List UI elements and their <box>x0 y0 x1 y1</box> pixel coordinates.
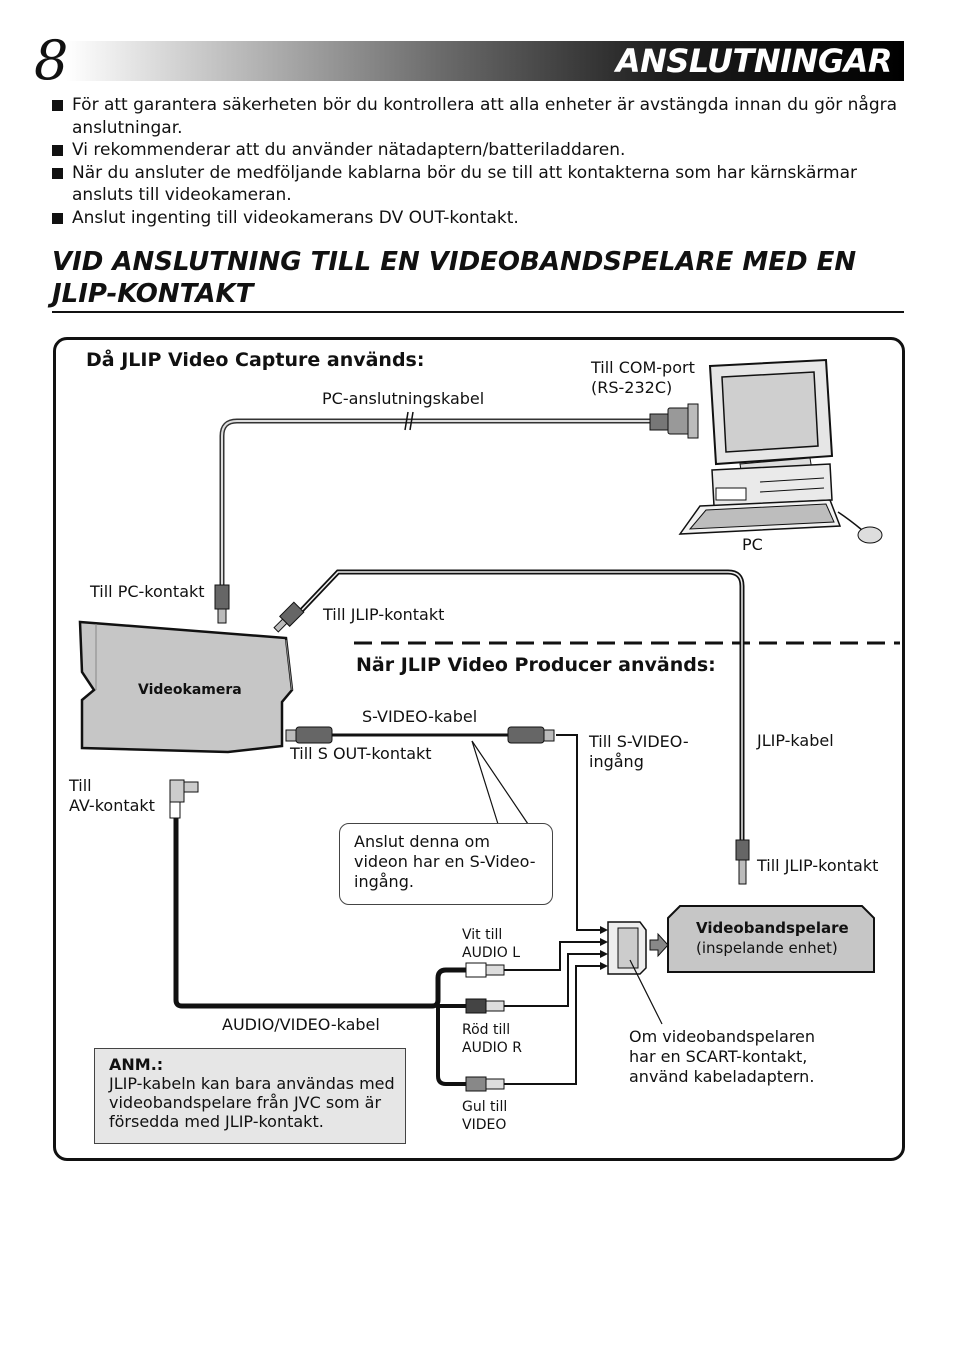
section-title-line: JLIP-KONTAKT <box>52 279 254 309</box>
bullet-square-icon <box>52 100 63 111</box>
scart-note-label: Om videobandspelaren <box>629 1027 816 1046</box>
av-cable <box>173 818 466 1009</box>
bullet-item: Anslut ingenting till videokamerans DV O… <box>52 207 912 230</box>
to-jlip-jack-camera-label: Till JLIP-kontakt <box>323 605 445 624</box>
bullet-square-icon <box>52 167 63 179</box>
section-title: VID ANSLUTNING TILL EN VIDEOBANDSPELARE … <box>52 246 912 310</box>
svideo-plug-right-icon <box>507 726 555 744</box>
to-svideo-in-label: Till S-VIDEO- <box>589 732 689 751</box>
jlip-plug-camera-icon <box>273 601 305 633</box>
bullet-square-icon <box>52 212 63 224</box>
rca-plug-red-icon <box>465 998 514 1014</box>
pc-label: PC <box>742 535 763 554</box>
arrow-right-icon <box>649 932 669 958</box>
com-port-label: Till COM-port <box>591 358 695 377</box>
pc-cable-highlight <box>221 420 650 588</box>
red-audio-r-label: AUDIO R <box>462 1040 522 1056</box>
to-av-label: AV-kontakt <box>69 796 155 815</box>
yellow-video-label: VIDEO <box>462 1117 507 1133</box>
to-av-label: Till <box>69 776 92 795</box>
red-audio-r-label: Röd till <box>462 1022 511 1038</box>
jlip-plug-vcr-icon <box>735 839 750 885</box>
bullet-item: För att garantera säkerheten bör du kont… <box>52 94 912 139</box>
to-s-out-label: Till S OUT-kontakt <box>290 744 432 763</box>
header-gradient-bar <box>66 41 904 81</box>
rca-plug-white-icon <box>465 962 514 978</box>
page-title: ANSLUTNINGAR <box>615 42 893 80</box>
pc-cable-label: PC-anslutningskabel <box>322 389 485 408</box>
section-rule <box>52 311 904 313</box>
pc-plug-icon <box>214 584 230 624</box>
to-pc-jack-label: Till PC-kontakt <box>90 582 205 601</box>
page-number: 8 <box>34 29 69 92</box>
vcr-subtitle: (inspelande enhet) <box>696 939 838 957</box>
pc-cable <box>219 418 650 588</box>
note-text: videobandspelare från JVC som är <box>109 1093 382 1112</box>
scart-note-label: använd kabeladaptern. <box>629 1067 815 1086</box>
com-port-label: (RS-232C) <box>591 378 673 397</box>
to-svideo-in-label: ingång <box>589 752 644 771</box>
jlip-cable-label: JLIP-kabel <box>757 731 834 750</box>
white-audio-l-label: Vit till <box>462 927 503 943</box>
note-box: ANM.: JLIP-kabeln kan bara användas med … <box>94 1048 406 1144</box>
to-jlip-jack-vcr-label: Till JLIP-kontakt <box>757 856 879 875</box>
pc-icon <box>678 358 883 544</box>
camcorder-label: Videokamera <box>138 682 242 698</box>
note-title: ANM.: <box>109 1055 164 1074</box>
scart-note-label: har en SCART-kontakt, <box>629 1047 808 1066</box>
diagram-frame <box>53 337 905 1161</box>
rca-plug-yellow-icon <box>465 1076 514 1092</box>
svideo-cable-label: S-VIDEO-kabel <box>362 707 478 726</box>
svideo-callout: Anslut denna om videon har en S-Video- i… <box>339 823 553 905</box>
note-text: försedda med JLIP-kontakt. <box>109 1112 324 1131</box>
bullet-item: När du ansluter de medföljande kablarna … <box>52 162 912 207</box>
yellow-video-label: Gul till <box>462 1099 508 1115</box>
bullet-item: Vi rekommenderar att du använder nätadap… <box>52 139 912 162</box>
av-cable-label: AUDIO/VIDEO-kabel <box>222 1015 380 1034</box>
scart-adapter-icon <box>607 921 647 975</box>
camcorder-icon <box>78 620 294 754</box>
bullet-square-icon <box>52 145 63 156</box>
db9-connector-icon <box>649 403 699 439</box>
producer-heading: När JLIP Video Producer används: <box>356 654 716 676</box>
bullet-list: För att garantera säkerheten bör du kont… <box>52 94 912 229</box>
svideo-plug-left-icon <box>285 726 333 744</box>
white-audio-l-label: AUDIO L <box>462 945 521 961</box>
section-title-line: VID ANSLUTNING TILL EN VIDEOBANDSPELARE … <box>52 247 857 277</box>
note-text: JLIP-kabeln kan bara användas med <box>109 1074 395 1093</box>
av-plug-icon <box>169 779 199 819</box>
vcr-title: Videobandspelare <box>696 919 849 937</box>
capture-heading: Då JLIP Video Capture används: <box>86 349 425 371</box>
vcr-icon <box>667 905 875 973</box>
